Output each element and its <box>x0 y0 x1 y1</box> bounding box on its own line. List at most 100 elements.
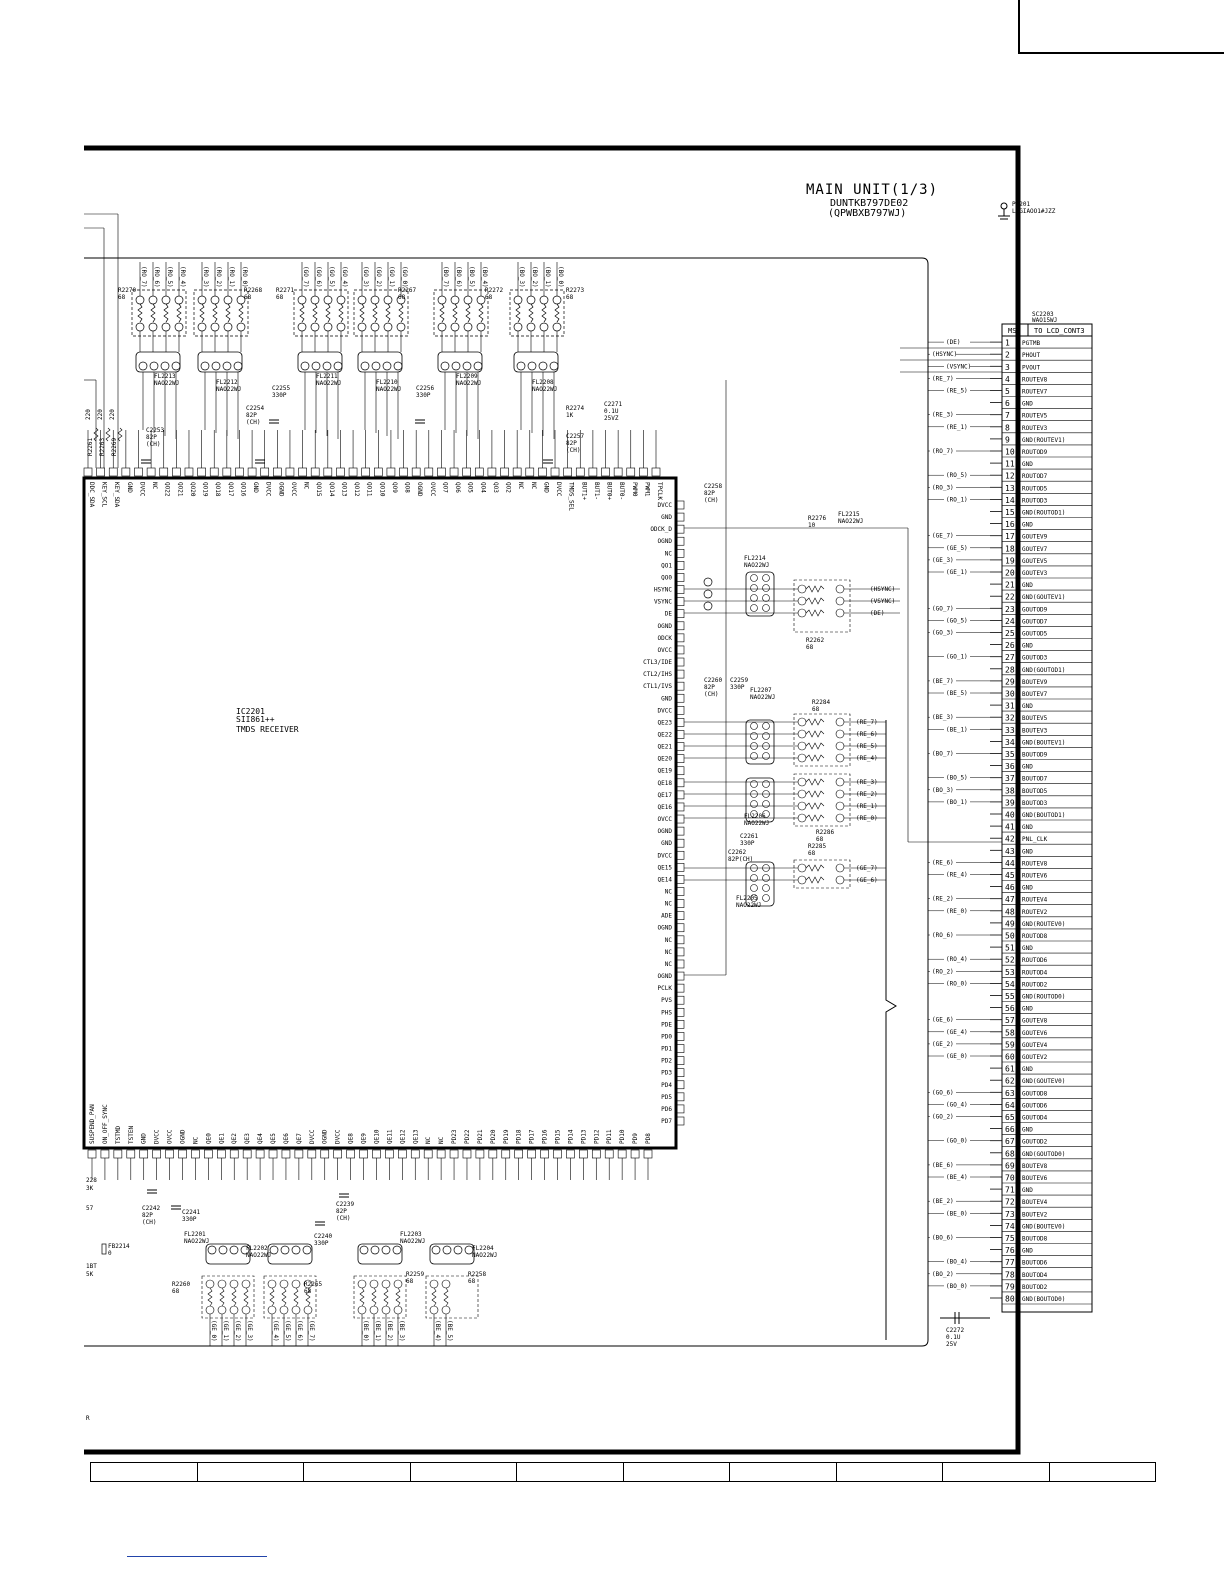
connector-pin-name: BOUTOD2 <box>1022 1284 1048 1291</box>
connector-pin-number: 45 <box>1005 871 1015 880</box>
resistor-node <box>835 717 845 727</box>
ic-top-pin-name: GND <box>252 482 259 493</box>
ic-right-pin-box <box>675 875 685 884</box>
ic-bottom-pin-name: SUSPEND_PAN <box>89 1104 96 1144</box>
filter-node <box>171 361 181 371</box>
resistor-node-bottom <box>357 322 367 332</box>
filter-node <box>762 800 770 808</box>
resistor-node <box>835 729 845 739</box>
connector-pin-name: ROUTOD7 <box>1022 473 1048 480</box>
net-label: (RE_2) <box>856 791 878 798</box>
ic-right-pin-box <box>675 838 685 848</box>
resistor-array-outline <box>193 289 249 337</box>
ic-top-pin-box <box>298 467 307 477</box>
resistor-zigzag <box>805 778 825 786</box>
top-resistor-ref: R2273 <box>566 287 584 294</box>
connector-pin-number: 47 <box>1005 895 1015 904</box>
connector-pin-name: GND <box>1022 1066 1033 1073</box>
connector-pin-number: 66 <box>1005 1125 1015 1134</box>
resistor-node-bottom <box>370 322 380 332</box>
connector-net-label: (RE_7) <box>932 375 954 382</box>
ic-bottom-pin-box <box>540 1149 549 1159</box>
ic-right-pin-box <box>675 1116 685 1126</box>
connector-pin-name: ROUTEV2 <box>1022 909 1048 916</box>
connector-pin-number: 26 <box>1005 641 1015 650</box>
connector-pin-name: GND <box>1022 1006 1033 1013</box>
connector-pin-name: GND(BOUTOD0) <box>1022 1296 1065 1303</box>
resistor-node-bottom <box>476 322 486 332</box>
connector-pin-number: 74 <box>1005 1222 1015 1231</box>
ic-right-pin-name: VSYNC <box>654 599 672 606</box>
ic-top-pin-name: QO4 <box>479 482 486 493</box>
ic-bottom-pin-name: QE9 <box>361 1133 368 1144</box>
left-resistor-value: 220 <box>97 409 104 420</box>
resistor-node-bottom <box>323 322 333 332</box>
resistor-node <box>835 584 845 594</box>
ic-right-pin-box <box>675 657 685 667</box>
ic-top-pin-box <box>449 467 459 477</box>
ic-right-pin-box <box>675 561 685 570</box>
resistor-node-bottom <box>236 322 246 332</box>
filter-node <box>762 584 770 592</box>
connector-pin-name: ROUTOD9 <box>1022 449 1048 456</box>
component-ref: R2274 <box>566 405 584 412</box>
connector-pin-number: 49 <box>1005 919 1015 928</box>
ic-bottom-pin-name: QE8 <box>348 1133 355 1144</box>
ic-right-pin-box <box>675 524 685 534</box>
connector-pin-name: GND <box>1022 1127 1033 1134</box>
resistor-node <box>797 729 807 739</box>
connector-pin-name: ROUTOD6 <box>1022 957 1048 964</box>
resistor-node <box>291 1305 301 1315</box>
ic-right-pin-box <box>675 1080 685 1090</box>
filter-node <box>750 604 758 612</box>
connector-net-label: (VSYNC) <box>946 363 971 370</box>
ic-right-pin-box <box>675 730 685 739</box>
ic-bottom-pin-name: OVCC <box>167 1129 174 1144</box>
connector-pin-name: PNL_CLK <box>1022 836 1048 843</box>
filter-node <box>762 894 770 902</box>
ic-top-pin-name: QO3 <box>492 482 499 493</box>
connector-pin-name: GOUTEV4 <box>1022 1042 1048 1049</box>
filter-node <box>440 361 450 371</box>
resistor-zigzag <box>338 303 344 323</box>
ic-right-pin-name: PD6 <box>661 1106 672 1113</box>
ic-bottom-pin-name: OGND <box>180 1129 187 1144</box>
ic-bottom-pin-name: QE4 <box>257 1133 264 1144</box>
connector-pin-number: 17 <box>1005 532 1015 541</box>
connector-col-to: TO LCD_CONT3 <box>1034 327 1085 335</box>
filter-body <box>197 351 243 373</box>
resistor-zigzag <box>281 1287 287 1307</box>
ic-top-pin-box <box>525 467 535 477</box>
resistor-node-top <box>223 295 233 305</box>
ic-bottom-pin-box <box>165 1149 174 1159</box>
filter-node <box>359 1245 369 1255</box>
test-point <box>703 589 713 599</box>
component-value: 1K <box>566 412 574 419</box>
connector-pin-number: 58 <box>1005 1028 1015 1037</box>
connector-pin-number: 30 <box>1005 690 1015 699</box>
ic-bottom-pin-box <box>178 1149 187 1159</box>
ic-top-pin-box <box>626 467 636 477</box>
ic-bottom-pin-box <box>643 1149 653 1159</box>
filter-node <box>381 1245 391 1255</box>
connector-pin-number: 80 <box>1005 1295 1015 1304</box>
connector-pin-number: 6 <box>1005 399 1010 408</box>
ic-top-pin-name: TPCLK <box>656 482 663 500</box>
ic-bottom-pin-box <box>398 1149 407 1159</box>
ic-top-pin-box <box>538 467 547 477</box>
bottom-cap-ref: C2240 <box>314 1233 332 1240</box>
component-ref: FL2214 <box>744 555 766 562</box>
ic-bottom-pin-box <box>385 1149 394 1159</box>
connector-pin-name: ROUTEV4 <box>1022 897 1048 904</box>
ic-right-pin-box <box>675 500 685 510</box>
ic-bottom-pin-name: TSTEN <box>128 1126 135 1144</box>
connector-pin-number: 37 <box>1005 774 1015 783</box>
connector-pin-number: 54 <box>1005 980 1015 989</box>
ic-bottom-pin-box <box>436 1149 446 1159</box>
connector-net-label: (GO_7) <box>932 605 954 612</box>
connector-pin-name: GOUTOD3 <box>1022 655 1048 662</box>
connector-pin-name: ROUTOD8 <box>1022 933 1048 940</box>
connector-net-label: (RO_7) <box>932 448 954 455</box>
connector-pin-number: 62 <box>1005 1077 1015 1086</box>
ic-bottom-pin-box <box>566 1149 575 1159</box>
